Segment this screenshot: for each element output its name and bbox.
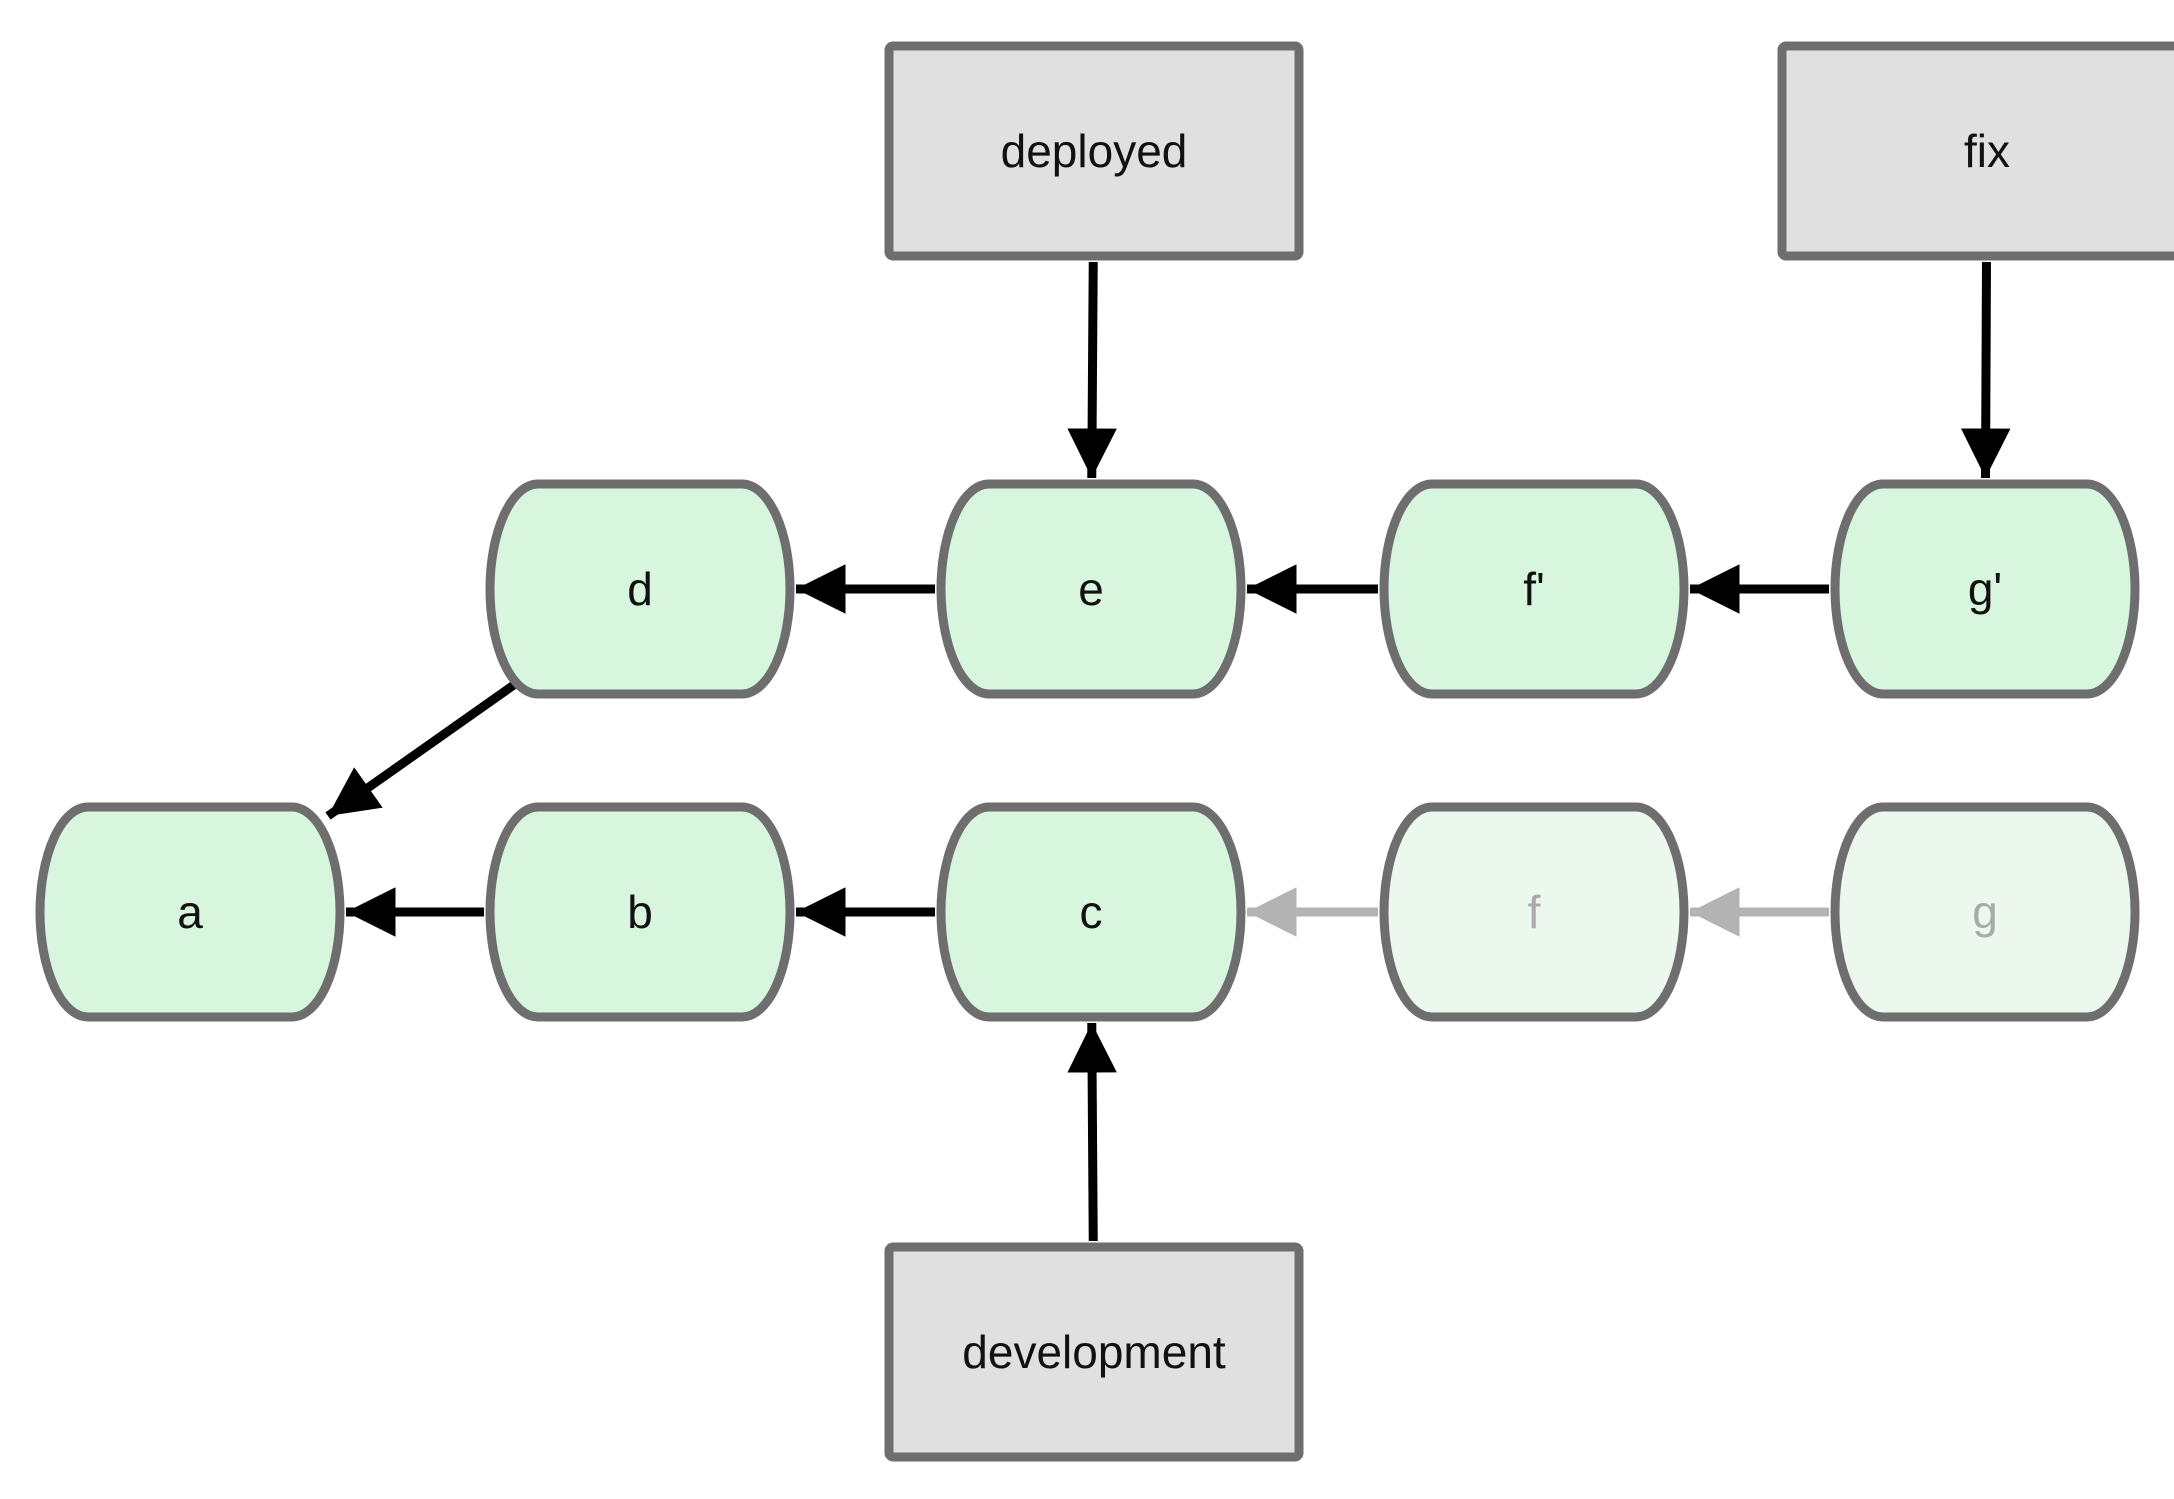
commit-node-c[interactable]: c	[936, 802, 1246, 1022]
edge-development-to-c	[1067, 1022, 1117, 1242]
commit-node-a[interactable]: a	[35, 802, 345, 1022]
commit-label: e	[1078, 563, 1104, 615]
commit-shape	[1379, 479, 1689, 699]
commit-shape	[1379, 802, 1689, 1022]
commit-shape	[936, 802, 1246, 1022]
branch-ref-label: development	[962, 1326, 1226, 1378]
commit-node-f[interactable]: f	[1379, 802, 1689, 1022]
commit-shape	[485, 479, 795, 699]
commit-label: b	[627, 886, 653, 938]
edge-fix-to-g_prime	[1960, 261, 2011, 479]
branch-ref-label: deployed	[1001, 125, 1188, 177]
commit-node-f_prime[interactable]: f'	[1379, 479, 1689, 699]
branch-ref-box	[884, 41, 1304, 261]
edges-layer	[325, 261, 2011, 1242]
commit-shape	[1830, 802, 2140, 1022]
branch-ref-deployed[interactable]: deployed	[884, 41, 1304, 261]
commit-label: c	[1080, 886, 1103, 938]
branch-ref-fix[interactable]: fix	[1777, 41, 2174, 261]
branch-ref-label: fix	[1964, 125, 2010, 177]
branch-ref-development[interactable]: development	[884, 1242, 1304, 1462]
commit-node-g[interactable]: g	[1830, 802, 2140, 1022]
branch-ref-box	[1777, 41, 2174, 261]
commit-shape	[1830, 479, 2140, 699]
commit-label: f	[1528, 886, 1541, 938]
commit-label: a	[177, 886, 203, 938]
commit-label: d	[627, 563, 653, 615]
edge-d-to-a	[325, 678, 521, 820]
branch-ref-box	[884, 1242, 1304, 1462]
commit-shape	[936, 479, 1246, 699]
commit-shape	[485, 802, 795, 1022]
commit-label: f'	[1523, 563, 1545, 615]
edge-deployed-to-e	[1067, 261, 1117, 479]
commit-node-b[interactable]: b	[485, 802, 795, 1022]
commit-node-d[interactable]: d	[485, 479, 795, 699]
commit-label: g	[1972, 886, 1998, 938]
commit-node-e[interactable]: e	[936, 479, 1246, 699]
nodes-layer: a b c d e f' g' f g deployed fix development	[35, 41, 2174, 1462]
commit-shape	[35, 802, 345, 1022]
commit-label: g'	[1968, 563, 2002, 615]
commit-node-g_prime[interactable]: g'	[1830, 479, 2140, 699]
